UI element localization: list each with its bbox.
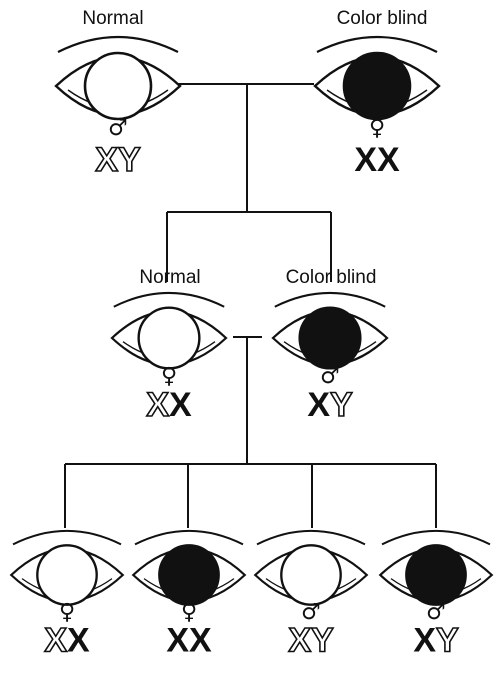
eye-icon (110, 292, 228, 370)
eyebrow-arc (134, 530, 244, 546)
individual-gen3-daughter-1: ♀XX (9, 530, 125, 660)
eyebrow-arc (381, 530, 491, 546)
chromosome-pair: XY (288, 622, 334, 660)
chromosome-pair: XX (146, 386, 192, 424)
label-normal-parent: Normal (82, 8, 143, 29)
male-symbol-icon: ♂ (426, 600, 446, 625)
chromosome-x-solid: X (307, 386, 330, 424)
chromosome-x-solid: X (169, 386, 192, 424)
pedigree-lines (64, 83, 437, 528)
label-color-blind-child: Color blind (286, 267, 377, 288)
female-symbol-icon: ♀ (181, 600, 197, 625)
female-symbol-icon: ♀ (59, 600, 75, 625)
individual-gen3-daughter-2: ♀XX (131, 530, 247, 660)
chromosome-x-solid: X (67, 622, 90, 660)
chromosome-y-outline: Y (118, 141, 141, 179)
dark-iris (158, 544, 220, 606)
eye-icon (9, 530, 125, 606)
chromosome-x-outline: X (288, 622, 311, 660)
label-normal-child: Normal (139, 267, 200, 288)
male-symbol-icon: ♂ (320, 364, 340, 389)
dark-iris (405, 544, 467, 606)
chromosome-x-outline: X (146, 386, 169, 424)
eyebrow-arc (274, 292, 386, 308)
eye-icon (131, 530, 247, 606)
dark-iris (342, 51, 412, 121)
individual-gen3-son-2: ♂XY (378, 530, 494, 660)
female-symbol-icon: ♀ (161, 364, 177, 389)
individual-gen2-son: ♂XY (271, 292, 389, 425)
chromosome-x-outline: X (95, 141, 118, 179)
clear-iris (36, 544, 98, 606)
chromosome-x-solid: X (354, 141, 377, 179)
chromosome-y-outline: Y (330, 386, 353, 424)
eyebrow-arc (113, 292, 225, 308)
male-symbol-icon: ♂ (301, 600, 321, 625)
eyebrow-arc (316, 35, 438, 53)
eyebrow-arc (12, 530, 122, 546)
dark-iris (298, 306, 362, 370)
individual-gen1-father: ♂XY (54, 35, 182, 180)
chromosome-x-solid: X (166, 622, 189, 660)
eye-icon (313, 35, 441, 121)
female-symbol-icon: ♀ (369, 116, 385, 141)
clear-iris (83, 51, 153, 121)
chromosome-pair: XX (44, 622, 90, 660)
eye-icon (253, 530, 369, 606)
eyebrow-arc (256, 530, 366, 546)
chromosome-x-solid: X (377, 141, 400, 179)
label-color-blind-parent: Color blind (337, 8, 428, 29)
clear-iris (137, 306, 201, 370)
chromosome-x-solid: X (189, 622, 212, 660)
eye-icon (54, 35, 182, 121)
individual-gen3-son-1: ♂XY (253, 530, 369, 660)
individuals-group: ♂XY♀XX♀XX♂XY♀XX♀XX♂XY♂XY (9, 35, 494, 660)
individual-gen1-mother: ♀XX (313, 35, 441, 179)
chromosome-pair: XX (354, 141, 400, 179)
chromosome-y-outline: Y (311, 622, 334, 660)
chromosome-pair: XX (166, 622, 212, 660)
individual-gen2-daughter: ♀XX (110, 292, 228, 425)
chromosome-pair: XY (307, 386, 353, 424)
eyebrow-arc (57, 35, 179, 53)
eye-icon (271, 292, 389, 370)
clear-iris (280, 544, 342, 606)
chromosome-y-outline: Y (436, 622, 459, 660)
chromosome-x-outline: X (44, 622, 67, 660)
eye-icon (378, 530, 494, 606)
chromosome-pair: XY (95, 141, 141, 179)
chromosome-x-solid: X (413, 622, 436, 660)
chromosome-pair: XY (413, 622, 459, 660)
male-symbol-icon: ♂ (108, 116, 128, 141)
